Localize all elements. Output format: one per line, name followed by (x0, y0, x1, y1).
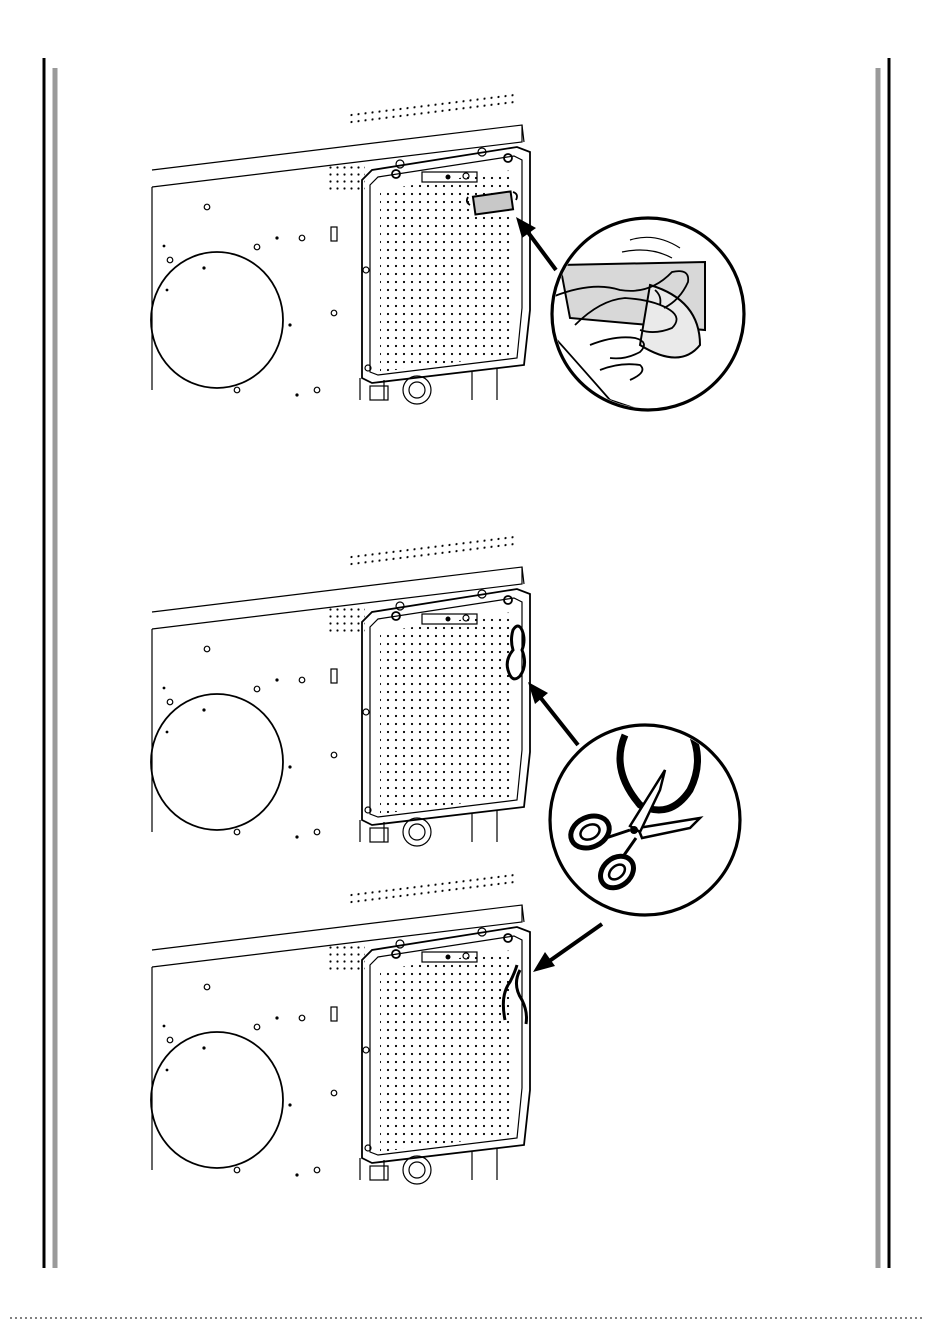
panel-remove-backing (151, 93, 744, 410)
peel-hand-icon (545, 218, 744, 410)
adhesive-pad (473, 191, 513, 214)
panel-result (151, 873, 602, 1184)
panel-cut-tie (151, 535, 740, 915)
pointer-arrow (533, 924, 602, 972)
pointer-arrow (528, 682, 578, 745)
scissors-icon (550, 725, 740, 915)
